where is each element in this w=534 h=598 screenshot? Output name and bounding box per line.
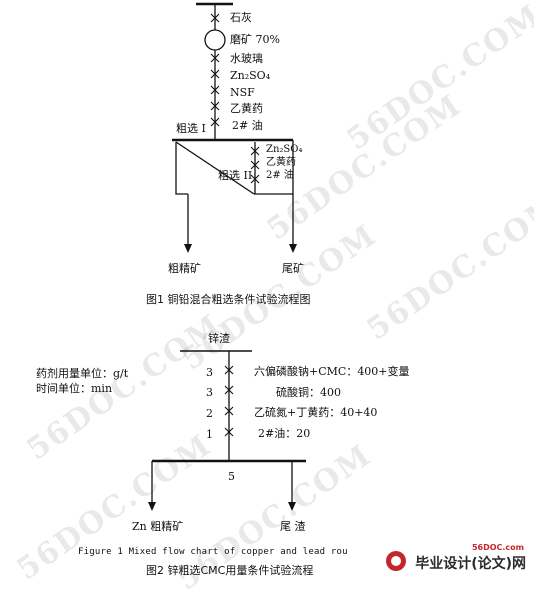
step-time: 3	[206, 386, 213, 399]
step-time: 2	[206, 407, 213, 420]
flotation-time: 5	[228, 470, 235, 483]
rougher2-label: 粗选 II	[218, 169, 253, 182]
rougher1-label: 粗选 I	[176, 122, 206, 135]
output-concentrate: 粗精矿	[168, 262, 201, 275]
step-reagent: 硫酸铜：400	[276, 386, 341, 399]
reagent-label: 水玻璃	[230, 52, 263, 65]
step-reagent: 2#油：20	[258, 427, 311, 440]
figure1-flowsheet	[172, 2, 297, 253]
reagent-label: 乙黄药	[230, 102, 263, 115]
figure2-english-caption: Figure 1 Mixed flow chart of copper and …	[78, 547, 348, 557]
figure2-caption: 图2 锌粗选CMC用量条件试验流程	[146, 564, 314, 577]
logo-name: 毕业设计(论文)网	[415, 556, 526, 572]
reagent-label: 2# 油	[266, 170, 294, 181]
grinding-label: 磨矿 70%	[230, 33, 280, 46]
step-time: 3	[206, 366, 213, 379]
site-logo: 56DOC.com 毕业设计(论文)网	[378, 543, 528, 573]
logo-icon	[386, 551, 406, 571]
units-time: 时间单位：min	[36, 382, 113, 395]
reagent-label: Zn₂SO₄	[230, 69, 271, 82]
reagent-label: Zn₂SO₄	[266, 144, 303, 155]
reagent-label: 石灰	[230, 11, 252, 24]
output-zn-concentrate: Zn 粗精矿	[132, 520, 184, 533]
step-reagent: 乙硫氮+丁黄药：40+40	[254, 406, 378, 419]
reagent-label: 乙黄药	[266, 157, 296, 168]
figure1-caption: 图1 铜铅混合粗选条件试验流程图	[146, 293, 311, 306]
reagent-label: 2# 油	[232, 119, 263, 132]
step-reagent: 六偏磷酸钠+CMC：400+变量	[254, 365, 410, 378]
step-time: 1	[206, 428, 213, 441]
reagent-label: NSF	[230, 86, 255, 99]
output-tailings: 尾矿	[282, 262, 304, 275]
units-dosage: 药剂用量单位：g/t	[36, 367, 129, 380]
feed-label: 锌渣	[208, 332, 230, 345]
output-residue: 尾 渣	[280, 520, 306, 533]
logo-site: 56DOC.com	[471, 543, 524, 552]
figure2-flowsheet	[148, 350, 306, 511]
